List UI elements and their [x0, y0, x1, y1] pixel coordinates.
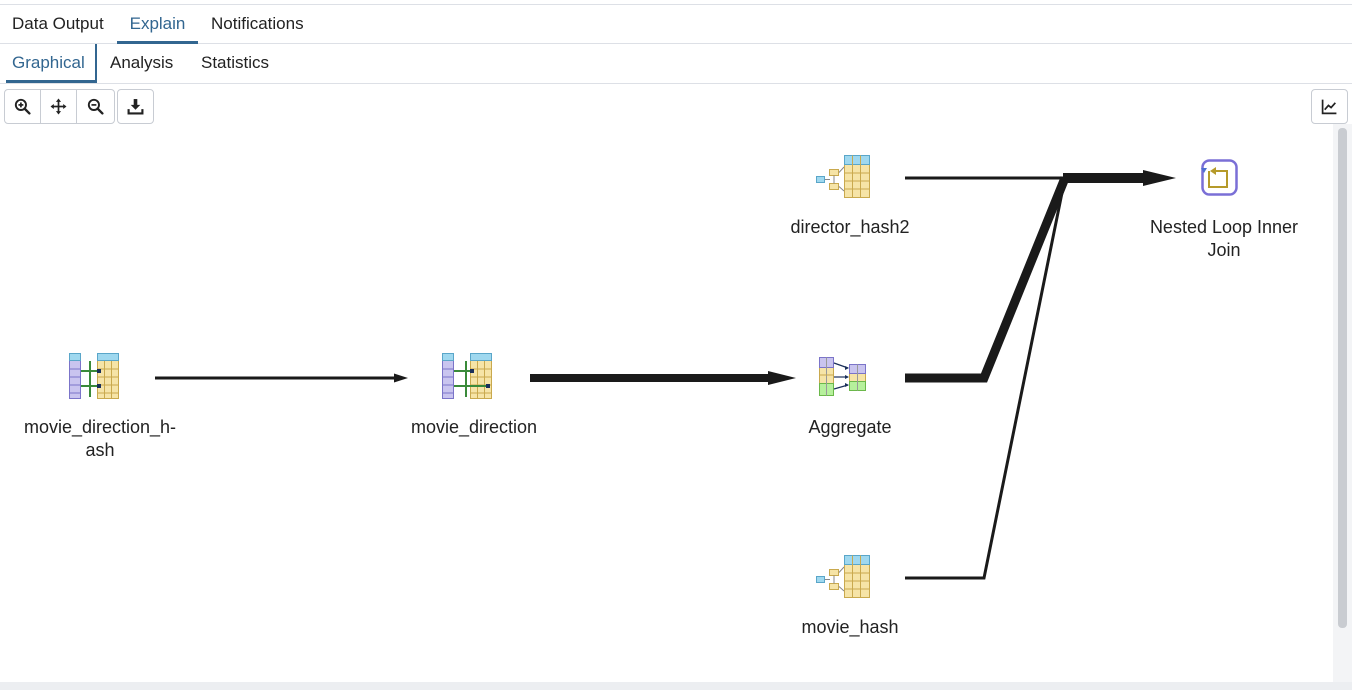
node-movie-hash[interactable]: movie_hash: [760, 616, 940, 639]
tab-data-output[interactable]: Data Output: [12, 14, 104, 33]
zoom-out-button[interactable]: [77, 90, 113, 123]
zoom-in-icon: [14, 98, 31, 115]
node-movie-direction-hash[interactable]: movie_direction_h- ash: [10, 416, 190, 462]
explain-graph-canvas[interactable]: movie_direction_h- ash movie_direction: [0, 124, 1333, 682]
tab-explain[interactable]: Explain: [117, 5, 198, 44]
node-label-line: director_hash2: [790, 217, 910, 237]
explain-subtabbar: Graphical Analysis Statistics: [0, 44, 1352, 84]
download-icon: [127, 99, 144, 115]
tab-analysis[interactable]: Analysis: [110, 53, 174, 72]
horizontal-scrollbar[interactable]: [0, 682, 1352, 690]
edge-arrowhead: [394, 373, 408, 383]
tab-graphical[interactable]: Graphical: [6, 44, 97, 83]
hash-icon: [69, 353, 119, 399]
zoom-out-icon: [87, 98, 104, 115]
node-label-line: Aggregate: [808, 417, 892, 437]
node-label-line: movie_hash: [801, 617, 899, 637]
edge-movie-hash-to-nested-loop: [905, 177, 1067, 580]
node-movie-direction[interactable]: movie_direction: [384, 416, 564, 439]
download-toolbar: [117, 89, 154, 124]
tab-notifications[interactable]: Notifications: [211, 14, 304, 33]
node-label-line: Join: [1207, 240, 1241, 260]
node-aggregate[interactable]: Aggregate: [760, 416, 940, 439]
aggregate-icon: [819, 357, 866, 396]
tab-statistics[interactable]: Statistics: [201, 53, 270, 72]
node-label-line: movie_direction_h-: [23, 417, 177, 437]
hash-join-icon: [442, 353, 492, 399]
edge-aggregate-to-nested-loop: [905, 176, 1070, 383]
zoom-in-button[interactable]: [5, 90, 41, 123]
edge-arrowhead: [1143, 170, 1176, 186]
plan-edges: [155, 170, 1176, 580]
edge-arrowhead: [768, 371, 796, 385]
seq-scan-icon: [816, 155, 870, 198]
vertical-scrollbar-thumb[interactable]: [1338, 128, 1347, 628]
node-label-line: ash: [85, 440, 115, 460]
main-tabbar: Data Output Explain Notifications: [0, 4, 1352, 44]
node-director-hash2[interactable]: director_hash2: [760, 216, 940, 239]
node-label-line: Nested Loop Inner: [1149, 217, 1299, 237]
statistics-toggle-button[interactable]: [1311, 89, 1348, 124]
nested-loop-icon: [1201, 159, 1238, 196]
download-button[interactable]: [118, 90, 153, 123]
zoom-toolbar: [4, 89, 115, 124]
chart-line-icon: [1321, 99, 1337, 115]
move-icon: [50, 98, 67, 115]
seq-scan-icon: [816, 555, 870, 598]
node-label-line: movie_direction: [410, 417, 538, 437]
move-button[interactable]: [41, 90, 77, 123]
node-nested-loop-inner-join[interactable]: Nested Loop Inner Join: [1134, 216, 1314, 262]
